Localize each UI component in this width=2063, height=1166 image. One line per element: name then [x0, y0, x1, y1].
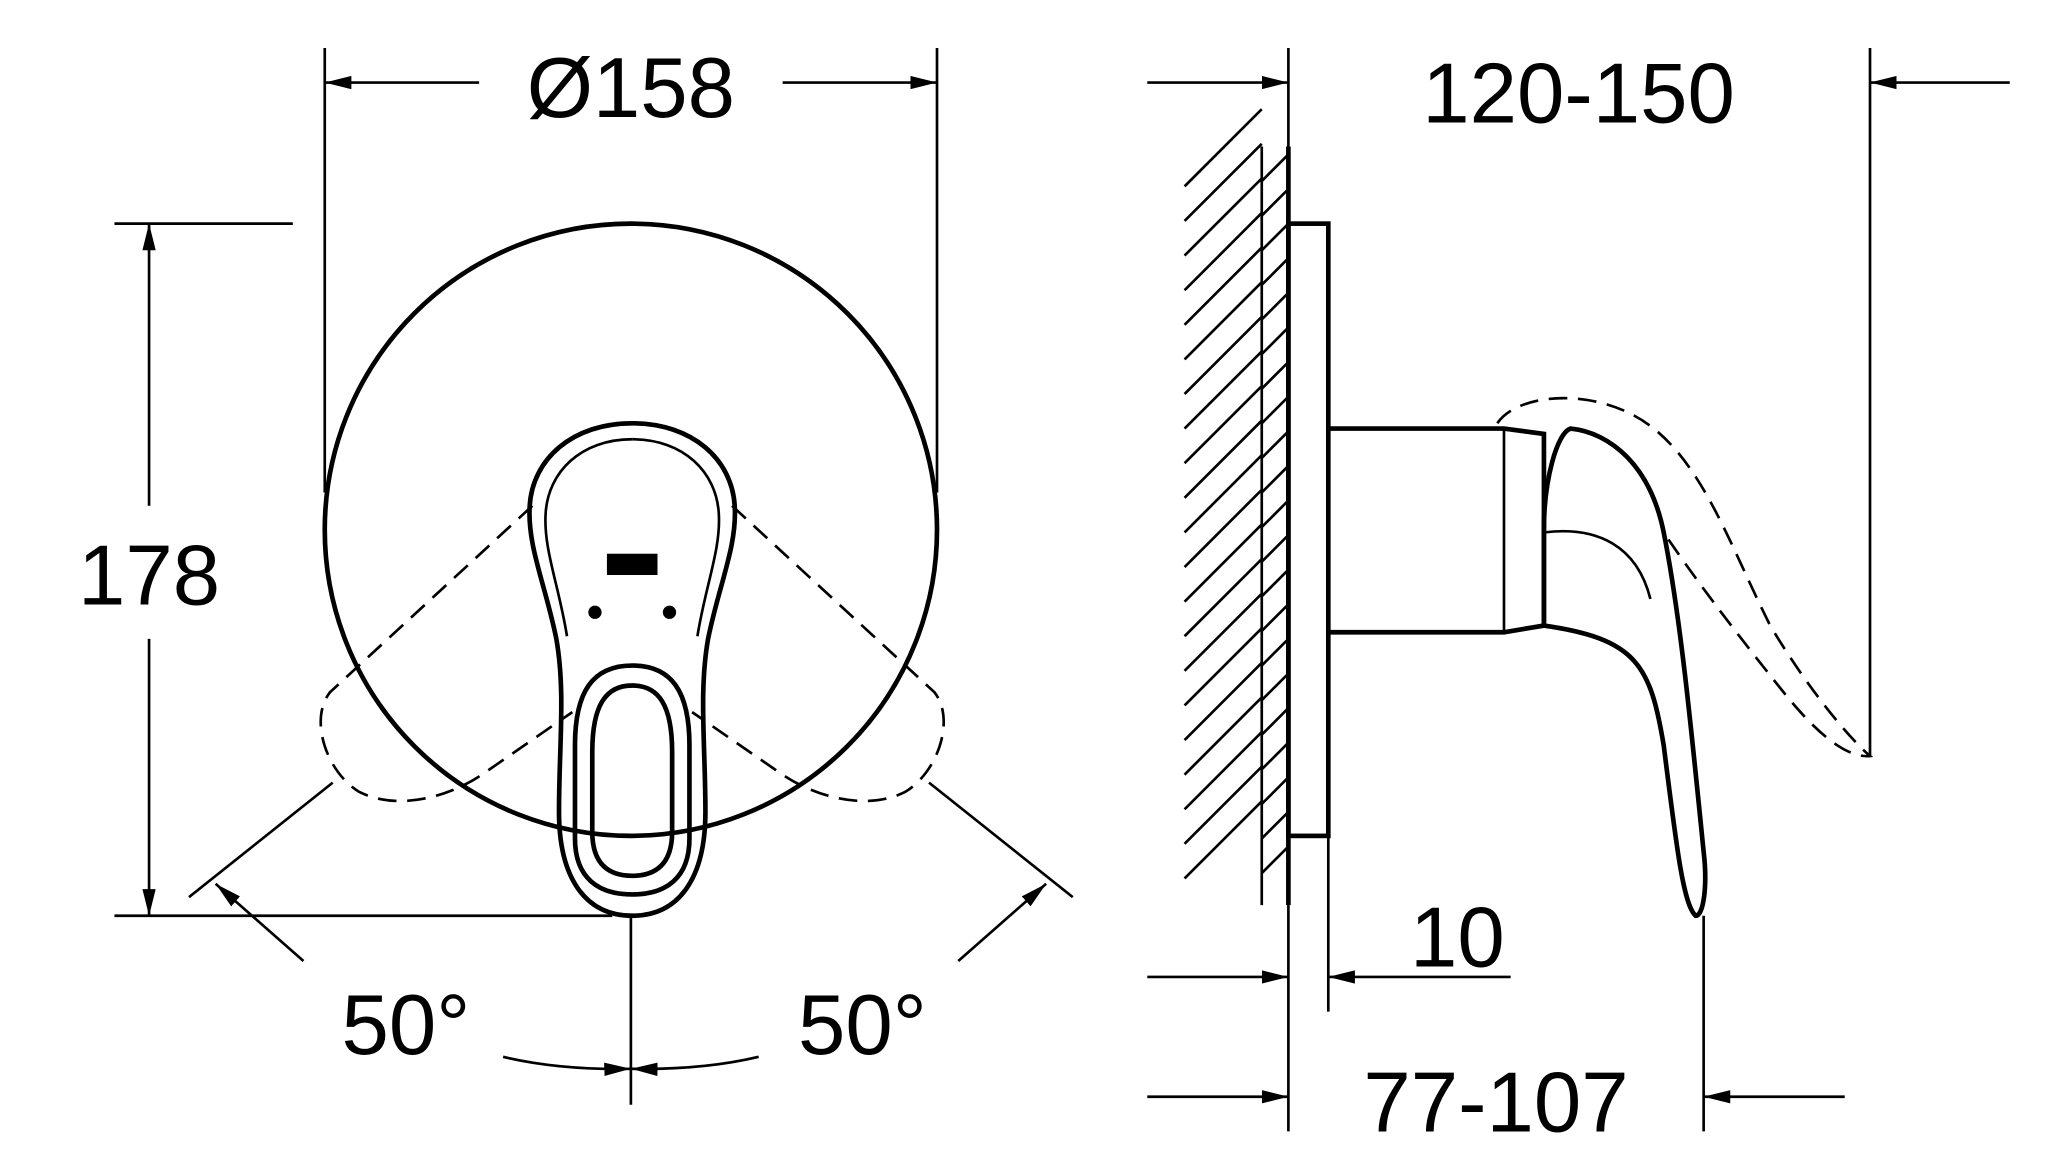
temperature-indicator	[606, 553, 658, 576]
lever-inner-outline	[544, 437, 633, 637]
angle-arrow	[630, 1055, 759, 1076]
hatch-line	[1183, 246, 1263, 326]
hatch-line	[1260, 672, 1290, 702]
depth-label: 77-107	[1363, 1055, 1628, 1150]
indicator-dot	[662, 605, 677, 619]
hatch-line	[1183, 454, 1263, 534]
indicator-dot	[588, 605, 602, 619]
hatch-line	[1260, 430, 1290, 459]
hatch-line	[1260, 257, 1290, 286]
angle-arrow	[957, 882, 1048, 962]
hatch-line	[1260, 499, 1290, 529]
rotated-lever-right	[691, 504, 945, 803]
hatch-line	[1260, 222, 1290, 252]
front-view: Ø158 178 50° 50°	[78, 41, 1074, 1105]
angle-arrow	[214, 882, 305, 962]
hatch-line	[1183, 142, 1263, 222]
hatch-line	[1183, 765, 1263, 845]
hatch-line	[1260, 395, 1290, 425]
hatch-line	[1260, 153, 1290, 182]
rotated-lever-left	[319, 504, 574, 803]
hatch-line	[1260, 845, 1290, 875]
hatch-line	[1260, 637, 1290, 667]
hatch-line	[1183, 177, 1263, 257]
extension-line	[928, 781, 1074, 899]
plate-thickness-label: 10	[1410, 890, 1505, 985]
hatch-line	[1260, 776, 1290, 805]
lever-outline	[527, 420, 738, 919]
plate-side	[1286, 221, 1331, 839]
side-view: 120-150 10 77-107	[1147, 46, 2010, 1150]
lever-inner-outline	[632, 437, 721, 637]
angle-left-label: 50°	[342, 978, 471, 1073]
lever-grip-outer	[572, 663, 692, 897]
hatch-line	[1183, 627, 1263, 707]
hatch-line	[1260, 603, 1290, 632]
hatch-line	[1183, 350, 1263, 430]
height-label: 178	[78, 528, 220, 623]
hatch-line	[1183, 385, 1263, 465]
hatch-line	[1260, 291, 1290, 321]
angle-arrow	[502, 1055, 631, 1076]
lever-side-inner	[1543, 529, 1652, 600]
hatch-line	[1183, 315, 1263, 395]
hatch-line	[1260, 326, 1290, 356]
hatch-line	[1183, 592, 1263, 672]
lever-grip-inner	[589, 683, 675, 879]
hatch-line	[1183, 488, 1263, 568]
escutcheon-plate	[322, 221, 940, 839]
hatch-line	[1183, 281, 1263, 361]
hatch-line	[1183, 696, 1263, 776]
hatch-line	[1260, 707, 1290, 736]
hatch-line	[1260, 568, 1290, 598]
hatch-line	[1260, 534, 1290, 563]
lever-side	[1541, 426, 1708, 919]
hatch-line	[1183, 800, 1263, 880]
hatch-line	[1260, 810, 1290, 840]
hatch-line	[1183, 212, 1263, 292]
angle-right-label: 50°	[798, 978, 927, 1073]
rotated-lever-side	[1496, 396, 1874, 758]
diameter-label: Ø158	[527, 41, 735, 136]
hatch-line	[1183, 108, 1263, 188]
hatch-line	[1183, 523, 1263, 603]
valve-body	[1328, 426, 1547, 635]
hatch-line	[1260, 741, 1290, 771]
hatch-line	[1183, 661, 1263, 741]
hatch-line	[1260, 188, 1290, 217]
hatch-line	[1260, 464, 1290, 494]
hatch-line	[1183, 558, 1263, 638]
hatch-line	[1183, 731, 1263, 811]
hatch-line	[1260, 361, 1290, 390]
extension-line	[188, 781, 334, 899]
hatch-line	[1183, 419, 1263, 499]
wall-hatching	[1183, 108, 1290, 880]
projection-label: 120-150	[1422, 46, 1735, 141]
